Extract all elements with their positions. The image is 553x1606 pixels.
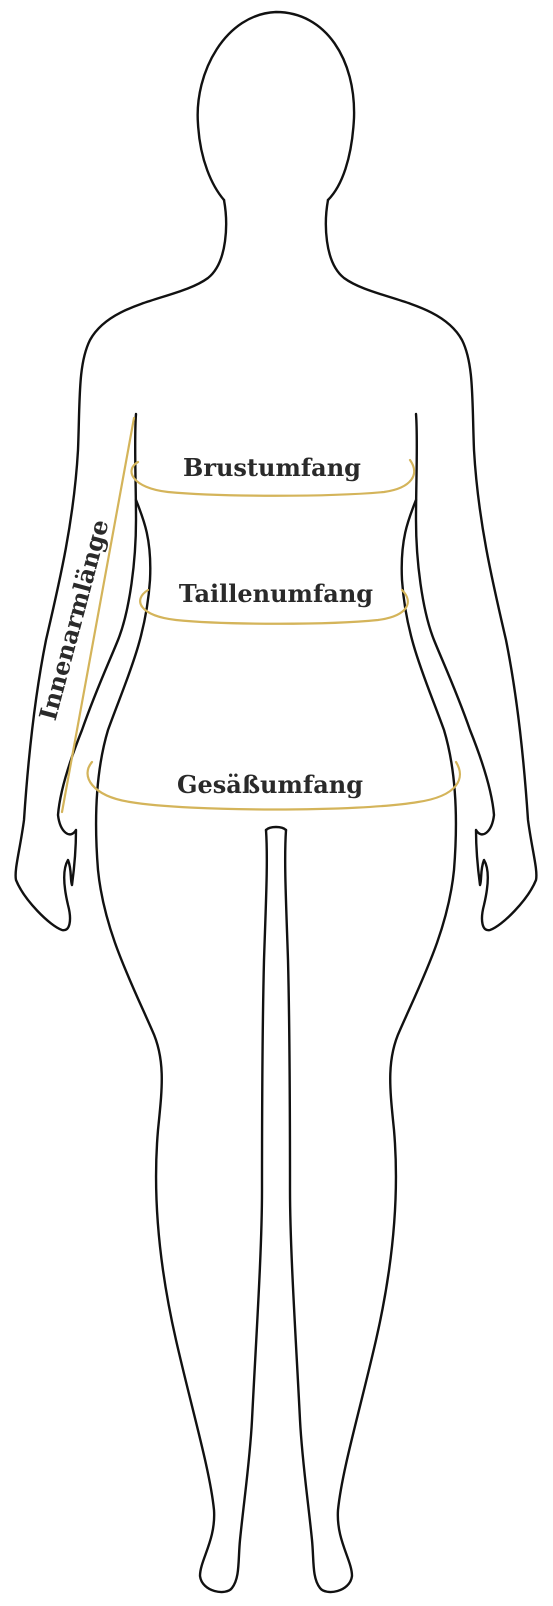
left-torso-outline xyxy=(96,500,267,1592)
chest-label: Brustumfang xyxy=(183,453,361,482)
waist-label: Taillenumfang xyxy=(179,579,373,608)
right-shoulder-arm-outline xyxy=(326,200,536,930)
crotch-outline xyxy=(266,827,286,830)
hip-label: Gesäßumfang xyxy=(177,770,363,799)
right-torso-outline xyxy=(285,500,456,1592)
head-outline xyxy=(198,12,354,200)
inner-arm-label: Innenarmlänge xyxy=(33,516,114,723)
left-shoulder-arm-outline xyxy=(16,200,226,930)
